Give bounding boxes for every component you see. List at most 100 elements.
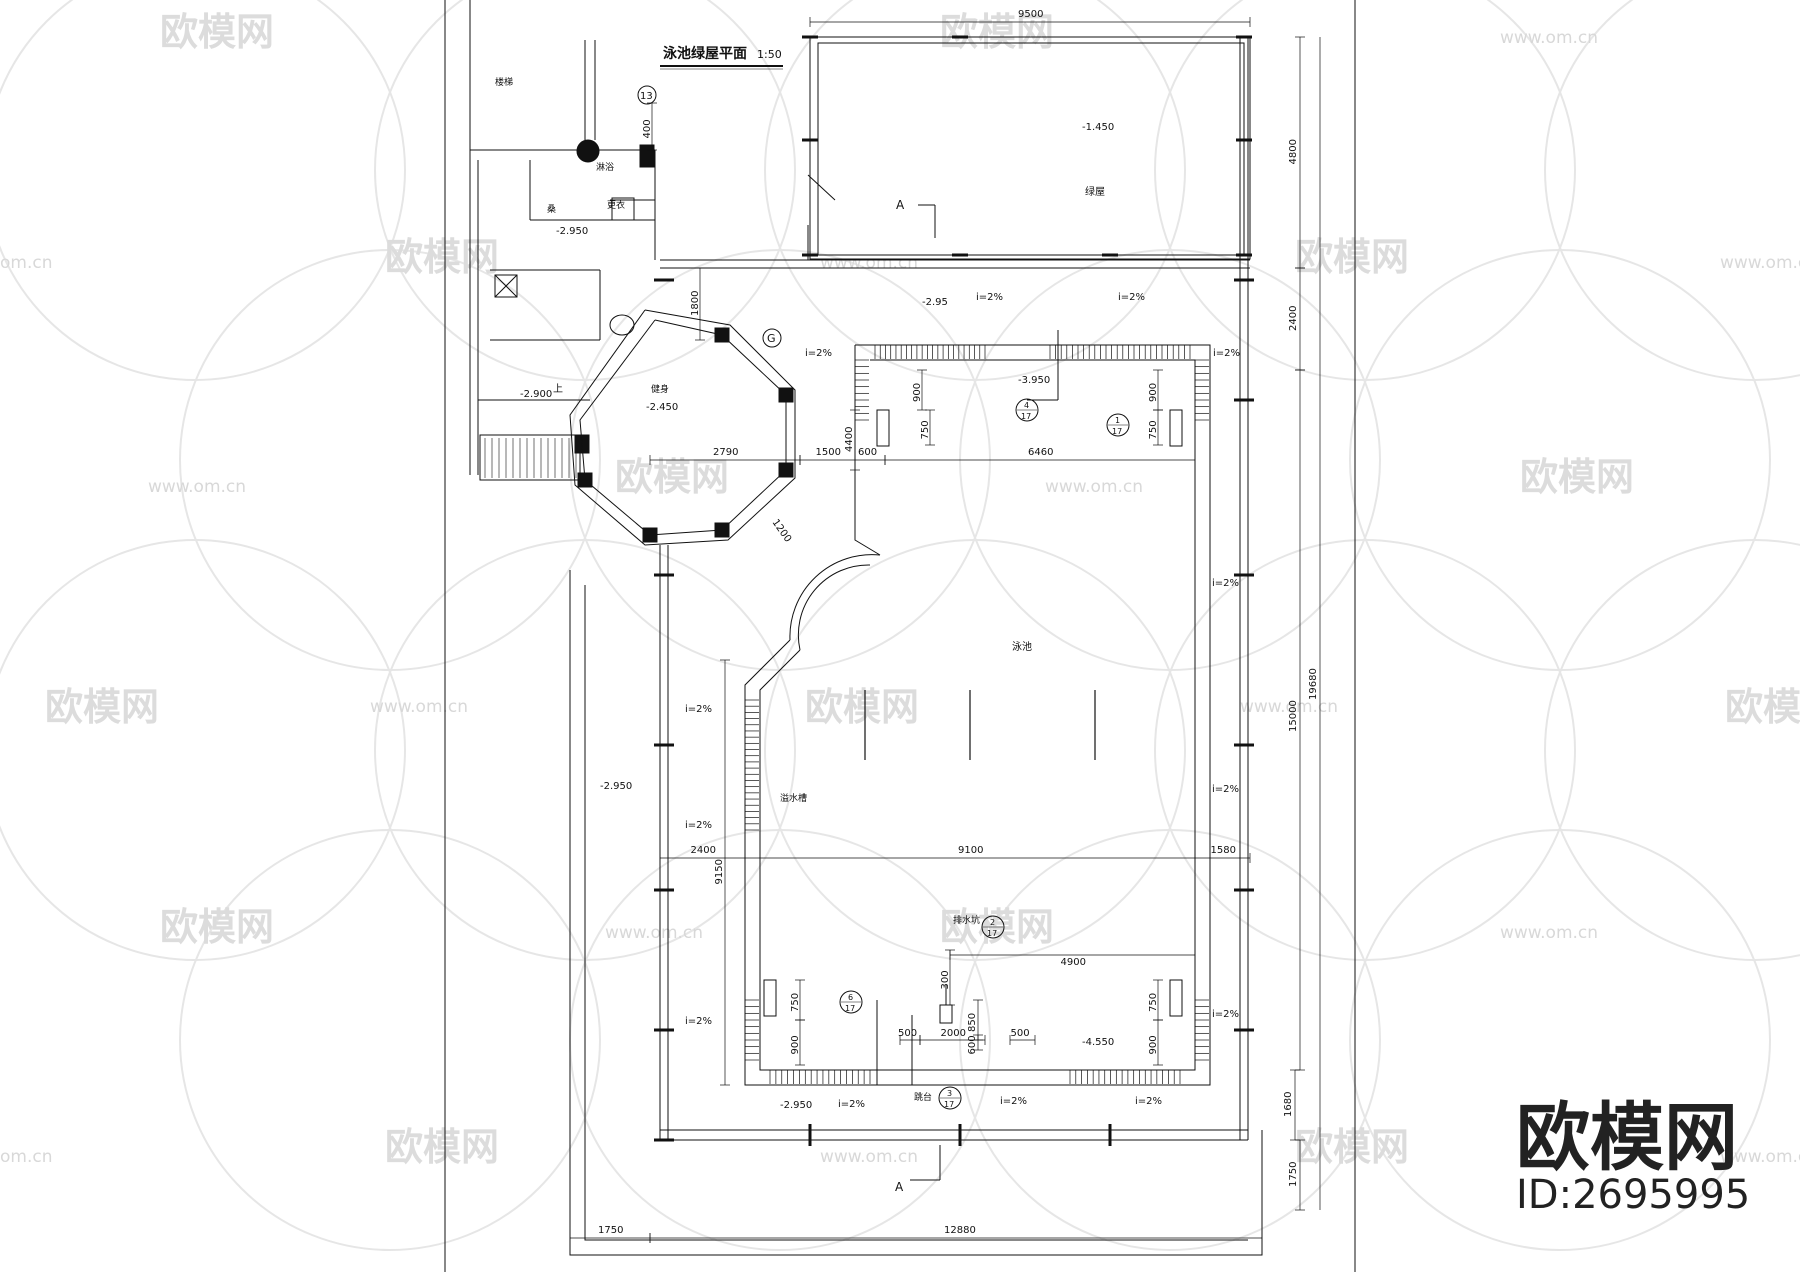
dimension-label: 900 [1148, 1035, 1159, 1054]
watermark-brand-text: 欧模网 [805, 685, 919, 729]
room-name-shower: 淋浴 [596, 161, 614, 173]
detail-bubble [839, 990, 863, 1014]
watermark-brand-text: 欧模网 [1520, 455, 1634, 499]
axis-label-g: G [767, 332, 776, 345]
slope-label: i=2% [1212, 784, 1239, 795]
detail-number: 3 [947, 1089, 952, 1098]
watermark-url-text: www.om.cn [1720, 1147, 1800, 1167]
column-solid [642, 527, 658, 543]
pool-ladder [763, 979, 777, 1017]
slope-label: i=2% [976, 292, 1003, 303]
greenhouse-door-swing [807, 174, 836, 201]
watermark-brand-text: 欧模网 [1725, 685, 1800, 729]
slope-label: i=2% [805, 348, 832, 359]
spa-arc-inner [797, 564, 871, 651]
detail-sheet: 17 [1021, 412, 1031, 421]
slope-label: i=2% [1118, 292, 1145, 303]
dimension-label: 2000 [941, 1028, 966, 1039]
dimension-label: 6460 [1028, 447, 1053, 458]
watermark-circle [1154, 539, 1576, 961]
overflow-grate [745, 999, 759, 1061]
room-name-drain: 排水坑 [953, 914, 980, 926]
overflow-grate [1069, 1070, 1181, 1084]
level-label: -2.450 [646, 402, 678, 413]
watermark-brand-text: 欧模网 [385, 235, 499, 279]
gym-outline-outer [569, 309, 796, 546]
dimension-label: 300 [940, 970, 951, 989]
detail-number: 6 [848, 993, 853, 1002]
dimension-label: 2790 [713, 447, 738, 458]
axis-bubble-g [762, 328, 782, 348]
watermark-url-text: www.om.cn [148, 477, 246, 497]
drawing-title: 泳池绿屋平面 [663, 45, 747, 62]
slope-label: i=2% [685, 1016, 712, 1027]
pool-ladder [1169, 979, 1183, 1017]
room-name-stair: 楼梯 [495, 76, 513, 88]
dimension-label: 4800 [1288, 139, 1299, 164]
section-label: A [896, 198, 905, 212]
level-label: -2.950 [780, 1100, 812, 1111]
overflow-grate [769, 1070, 871, 1084]
terrace-inner-outline [584, 585, 1248, 1241]
dimension-label: 9500 [1018, 9, 1043, 20]
watermark-circle [0, 0, 406, 381]
watermark-circle [764, 539, 1186, 961]
watermark-brand-text: 欧模网 [160, 10, 274, 54]
watermark-circle [179, 249, 601, 671]
watermark-brand-text: 欧模网 [1295, 235, 1409, 279]
drain-pit [939, 1004, 953, 1024]
dimension-label: 1200 [770, 517, 794, 544]
dimension-label: 2400 [691, 845, 716, 856]
level-label: -2.950 [600, 781, 632, 792]
axis-label-13: 13 [640, 91, 653, 102]
watermark-brand-text: 欧模网 [1295, 1125, 1409, 1169]
dimension-label: 12880 [944, 1225, 976, 1236]
detail-number: 4 [1024, 401, 1029, 410]
watermark-url-text: www.om.cn [1500, 28, 1598, 48]
pool-outline-inner [759, 359, 1196, 1071]
watermark-url-text: www.om.cn [1045, 477, 1143, 497]
detail-sheet: 17 [845, 1004, 855, 1013]
column-solid [778, 462, 794, 478]
level-label: -1.450 [1082, 122, 1114, 133]
dimension-label: 1800 [690, 291, 701, 316]
dimension-label: 15000 [1288, 700, 1299, 732]
watermark-circle [179, 829, 601, 1251]
overflow-grate [1195, 999, 1209, 1061]
room-name-sauna: 桑 [547, 204, 556, 215]
overflow-grate [1049, 345, 1191, 359]
column-solid [577, 472, 593, 488]
room-name-changing: 更衣 [607, 199, 625, 211]
pool-ladder [876, 409, 890, 447]
slope-label: i=2% [685, 820, 712, 831]
dimension-label: 500 [898, 1028, 917, 1039]
dimension-label: 750 [1148, 993, 1159, 1012]
slope-label: i=2% [1000, 1096, 1027, 1107]
watermark-circle [0, 539, 406, 961]
dimension-label: 600 [858, 447, 877, 458]
axis-bubble-13 [637, 85, 657, 105]
column-solid [714, 327, 730, 343]
slope-label: i=2% [685, 704, 712, 715]
dimension-label: 600 [967, 1035, 978, 1054]
detail-bubble [938, 1086, 962, 1110]
dimension-label: 750 [790, 993, 801, 1012]
watermark-url-text: www.om.cn [820, 253, 918, 273]
dimension-label: 9150 [714, 859, 725, 884]
slope-label: i=2% [1212, 1009, 1239, 1020]
level-label: -2.95 [922, 297, 948, 308]
stair-outline [479, 434, 581, 481]
level-label: -3.950 [1018, 375, 1050, 386]
greenhouse-inner-outline [817, 42, 1245, 256]
room-name-overflow: 溢水槽 [780, 792, 807, 804]
overflow-grate [855, 359, 869, 421]
dimension-label: 1750 [1288, 1162, 1299, 1187]
watermark-url-text: www.om.cn [1500, 923, 1598, 943]
detail-bubble [1106, 413, 1130, 437]
dimension-label: 850 [967, 1013, 978, 1032]
level-label: -2.950 [556, 226, 588, 237]
watermark-circle [1544, 0, 1800, 381]
watermark-circle [1154, 0, 1576, 381]
